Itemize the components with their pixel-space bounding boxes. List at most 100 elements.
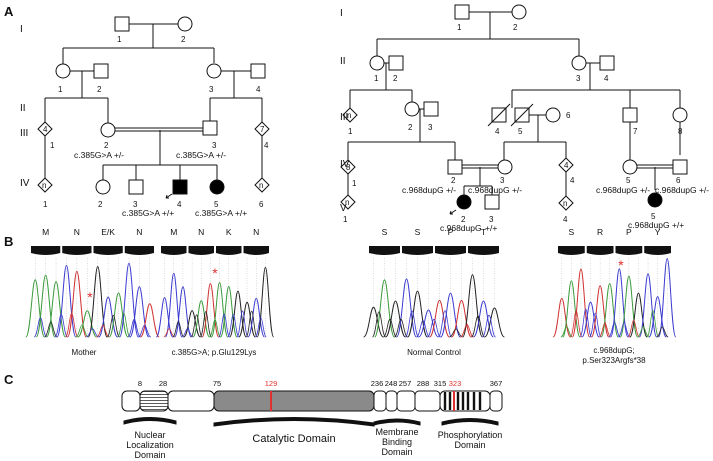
diamond-symbol	[254, 177, 270, 193]
trace-peak	[245, 310, 258, 338]
generation-label: III	[20, 128, 28, 139]
trace-peak	[552, 297, 571, 338]
generation-label: IV	[20, 178, 30, 189]
trace-peak	[405, 310, 419, 338]
individual-number: 2	[104, 141, 109, 150]
trace-peak	[638, 273, 658, 338]
male-symbol	[622, 107, 638, 123]
trace-peak	[163, 328, 175, 338]
individual-number: 4	[570, 176, 575, 185]
individual-number: 2	[181, 35, 186, 44]
individual-number: 5	[651, 212, 656, 221]
codon-bar	[402, 246, 433, 255]
genotype-label: c.968dupG +/-	[655, 185, 709, 195]
trace-peak	[108, 292, 129, 338]
trace-peak	[374, 279, 395, 338]
position-label: 75	[213, 379, 221, 388]
generation-label: III	[340, 112, 348, 123]
proband-arrow	[449, 209, 457, 215]
genotype-label: c.968dupG	[440, 223, 482, 233]
amino-acid-label: S	[569, 227, 575, 237]
individual-number: 3	[489, 215, 494, 224]
diamond-symbol	[37, 177, 53, 193]
position-label: 257	[399, 379, 412, 388]
trace-peak	[407, 290, 428, 338]
diamond-symbol	[340, 194, 356, 210]
amino-acid-label: K	[226, 227, 232, 237]
female-symbol	[622, 159, 638, 175]
amino-acid-label: M	[170, 227, 177, 237]
male-symbol	[202, 120, 218, 136]
protein-segment	[121, 390, 141, 412]
trace-peak	[86, 328, 99, 338]
trace-peak	[129, 286, 150, 338]
trace-peak	[65, 312, 79, 338]
codon-bar	[124, 246, 154, 255]
female-symbol	[404, 101, 420, 117]
trace-peak	[427, 318, 441, 338]
trace-peak	[383, 318, 397, 338]
individual-number: 4	[604, 74, 609, 83]
protein-diagram	[121, 390, 503, 427]
individual-number: 1	[374, 74, 379, 83]
female-symbol	[206, 63, 222, 79]
trace-peak	[600, 283, 619, 338]
male-symbol	[454, 4, 470, 20]
trace-peak	[473, 300, 494, 338]
position-label: 315	[434, 379, 447, 388]
domain-label: Nuclear	[134, 430, 165, 440]
trace-peak	[56, 264, 77, 338]
membrane-segment	[385, 390, 398, 412]
affected-male-symbol	[172, 179, 188, 195]
panel-label-c: C	[4, 372, 14, 387]
male-symbol	[128, 179, 144, 195]
mutation-position-label: 129	[265, 379, 278, 388]
genotype-label: c.385G>A +/-	[74, 150, 124, 160]
codon-bar	[243, 246, 269, 255]
protein-segment	[167, 390, 215, 412]
individual-number: 1	[43, 200, 48, 209]
sibling-count: 7	[260, 125, 265, 134]
male-symbol	[599, 55, 615, 71]
trace-peak	[229, 290, 247, 338]
trace-peak	[77, 310, 97, 338]
individual-number: 4	[495, 127, 500, 136]
codon-bar	[644, 246, 671, 255]
trace-peak	[106, 315, 120, 338]
amino-acid-label: S	[415, 227, 421, 237]
position-label: 236	[371, 379, 384, 388]
trace-peak	[236, 310, 249, 338]
trace-peak	[429, 299, 450, 338]
codon-bar	[188, 246, 214, 255]
trace-peak	[139, 303, 160, 338]
trace-peak	[579, 308, 592, 338]
trace-peak	[138, 324, 151, 338]
pedigree-right: I II III IV V 1 2 1 2 3 4 n	[340, 4, 709, 233]
codon-bar	[615, 246, 643, 255]
amino-acid-label: N	[136, 227, 142, 237]
genotype-label: c.968dupG +/-	[402, 185, 456, 195]
trace-peak	[190, 314, 203, 338]
female-symbol	[369, 55, 385, 71]
individual-number: 2	[451, 176, 456, 185]
trace-peak	[363, 306, 384, 338]
deceased-male-symbol	[491, 107, 507, 123]
individual-number: 1	[58, 85, 63, 94]
individual-number: 6	[676, 176, 681, 185]
sibling-count: n	[259, 181, 263, 190]
individual-number: 3	[428, 123, 433, 132]
membrane-segment	[396, 390, 416, 412]
trace-peak	[619, 275, 638, 338]
individual-number: 2	[461, 215, 466, 224]
genotype-label: c.385G>A +/-	[176, 150, 226, 160]
individual-number: 3	[133, 200, 138, 209]
membrane-bracket	[373, 418, 421, 426]
position-label: 367	[490, 379, 503, 388]
chromatogram-caption: c.968dupG;	[593, 346, 634, 355]
male-symbol	[250, 63, 266, 79]
individual-number: 4	[563, 215, 568, 224]
genotype-label: c.968dupG +/-	[596, 185, 650, 195]
individual-number: 1	[117, 35, 122, 44]
catalytic-bracket	[213, 417, 375, 427]
